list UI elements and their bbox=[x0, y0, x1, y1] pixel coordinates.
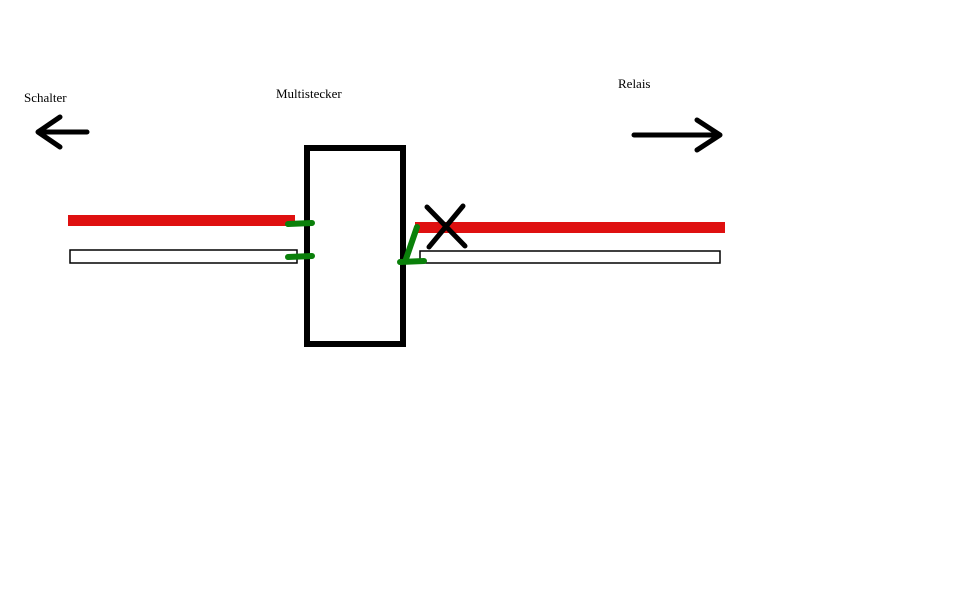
right-arrow-icon bbox=[631, 117, 723, 153]
white-wire-right bbox=[419, 250, 721, 264]
label-relais: Relais bbox=[618, 76, 651, 91]
green-connector-right-dash bbox=[397, 258, 427, 265]
green-connector-top-left bbox=[285, 220, 315, 227]
left-arrow-head bbox=[35, 114, 63, 150]
white-wire-left bbox=[69, 249, 298, 264]
red-wire-right bbox=[415, 222, 725, 233]
x-mark-stroke-2 bbox=[426, 203, 466, 250]
left-arrow-icon bbox=[35, 114, 90, 150]
red-wire-left bbox=[68, 215, 295, 226]
x-mark-icon bbox=[424, 203, 468, 250]
green-connector-right bbox=[397, 224, 427, 265]
label-schalter: Schalter bbox=[24, 90, 67, 105]
multistecker-box bbox=[304, 145, 406, 347]
green-connector-bottom-left bbox=[285, 253, 315, 260]
right-arrow-head bbox=[694, 117, 723, 153]
label-multistecker: Multistecker bbox=[276, 86, 342, 101]
green-connector-right-diagonal bbox=[403, 224, 420, 262]
